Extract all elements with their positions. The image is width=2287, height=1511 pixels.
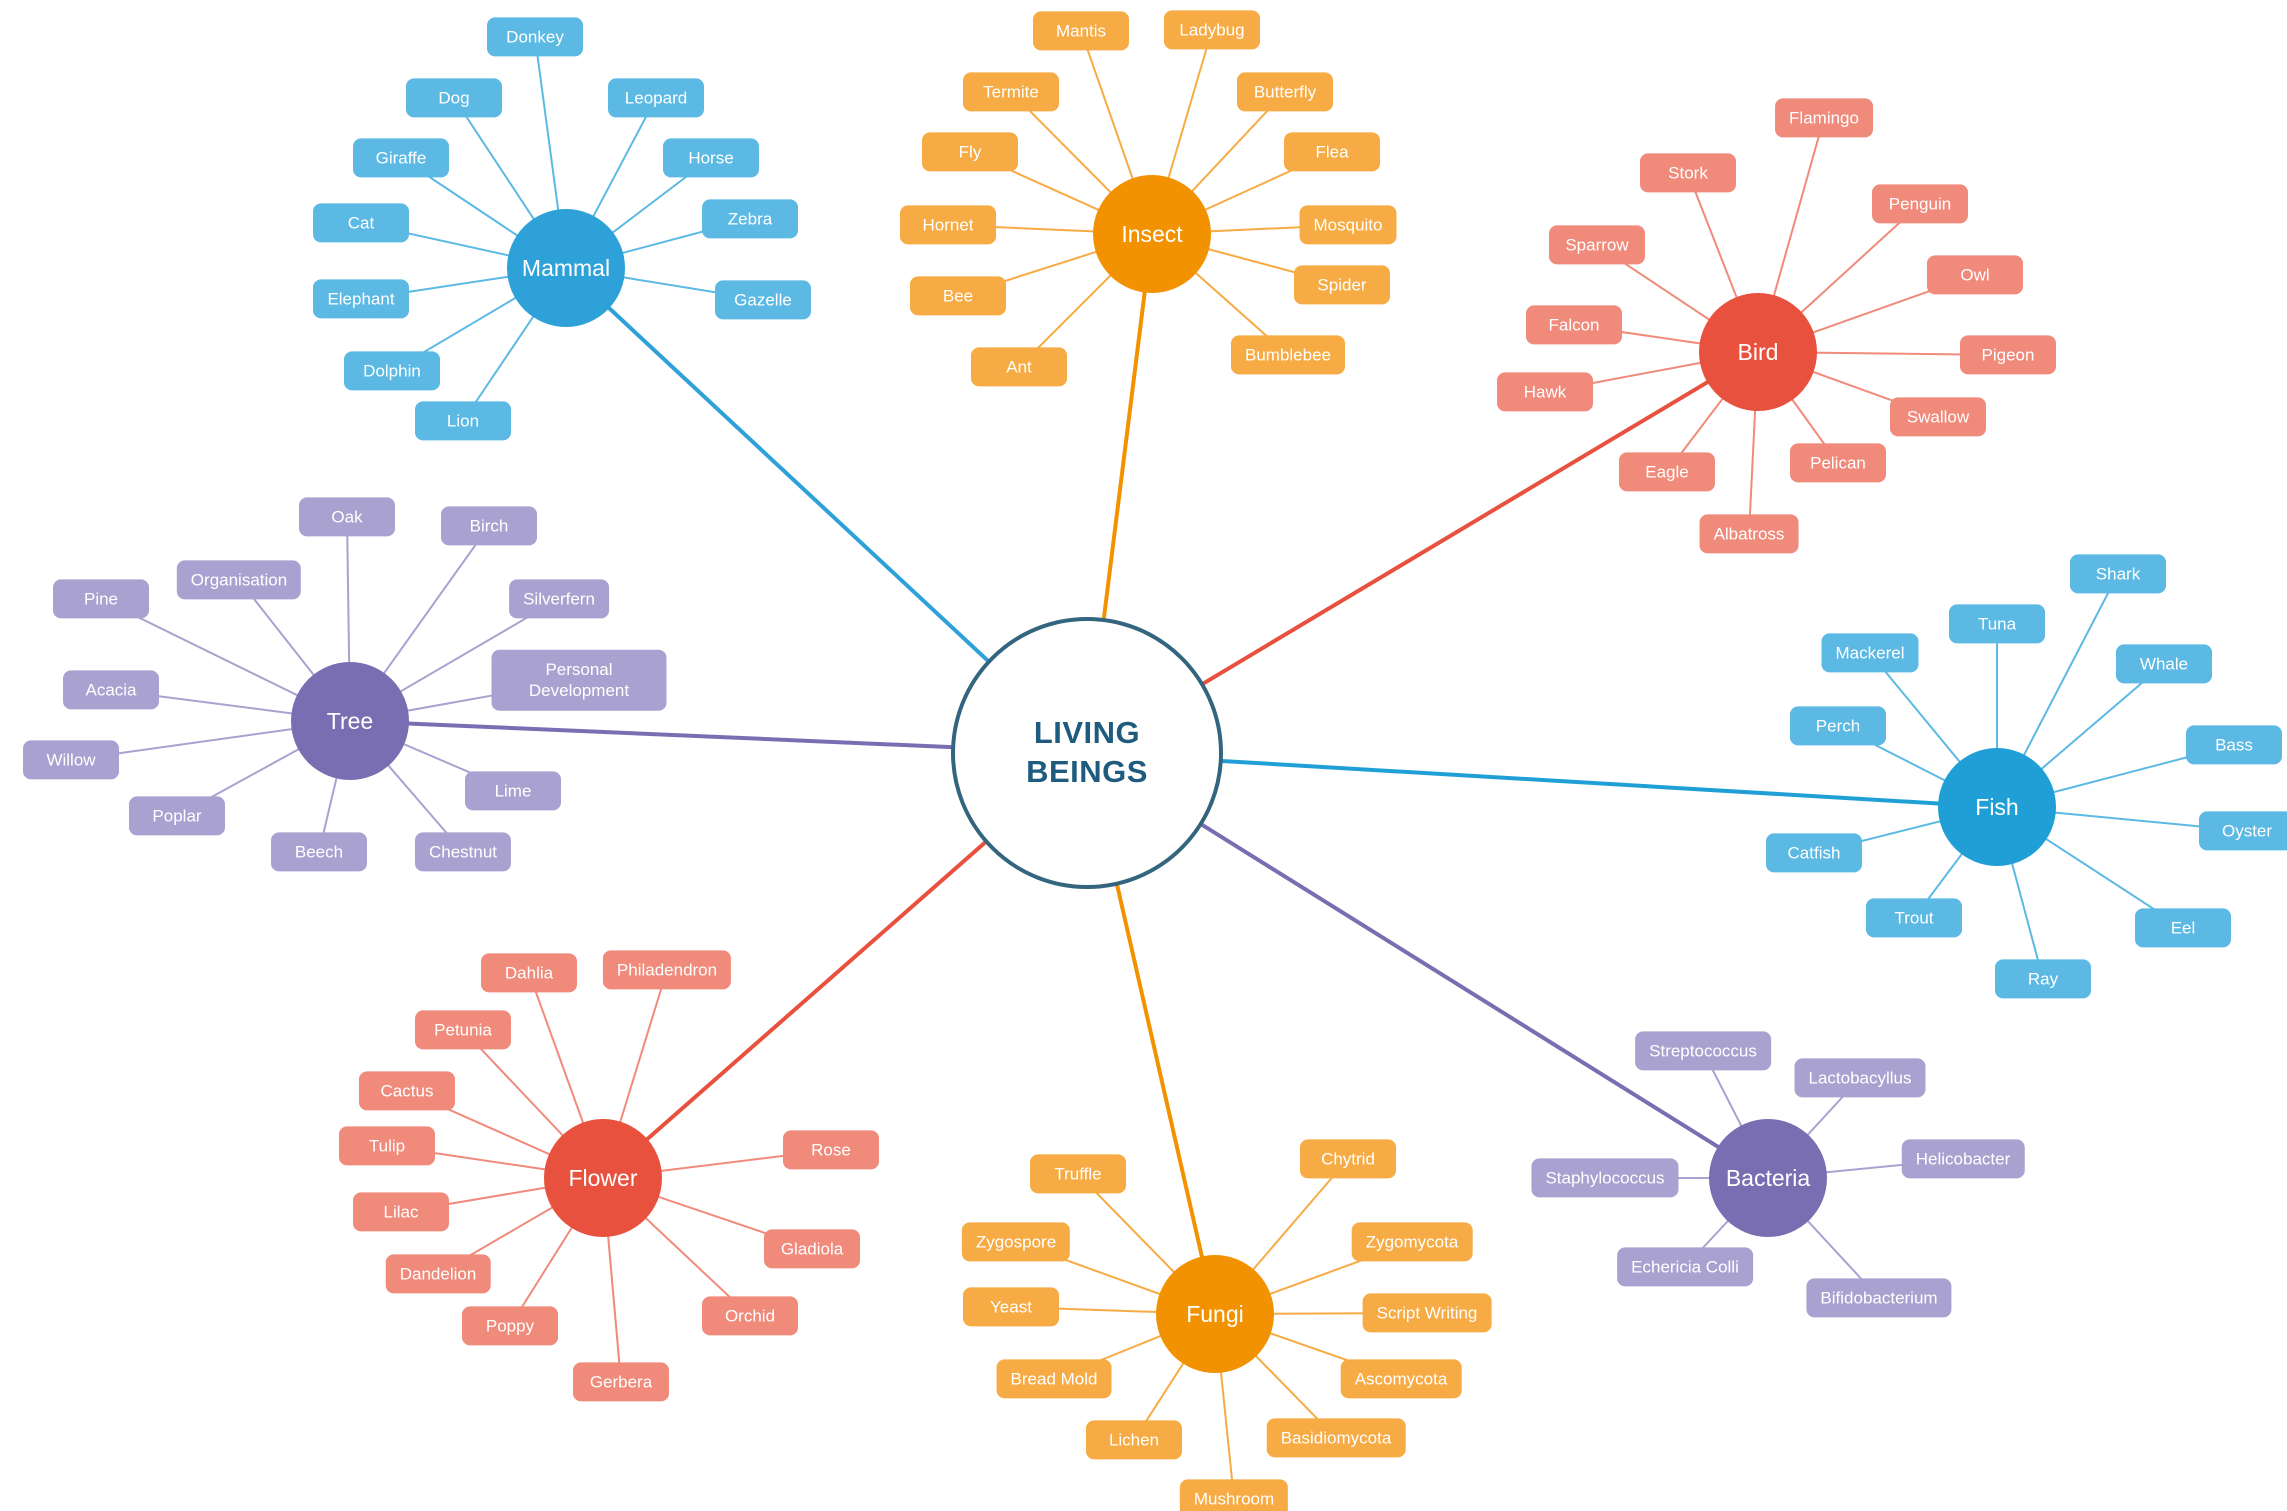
leaf-node-horse[interactable]: Horse — [663, 138, 759, 178]
leaf-node-basidiomycota[interactable]: Basidiomycota — [1266, 1418, 1406, 1458]
leaf-node-hawk[interactable]: Hawk — [1497, 372, 1593, 412]
leaf-node-catfish[interactable]: Catfish — [1766, 833, 1862, 873]
hub-node-fungi[interactable]: Fungi — [1156, 1255, 1274, 1373]
leaf-node-bumblebee[interactable]: Bumblebee — [1230, 335, 1346, 375]
leaf-node-lime[interactable]: Lime — [465, 771, 561, 811]
leaf-node-swallow[interactable]: Swallow — [1890, 397, 1986, 437]
leaf-node-yeast[interactable]: Yeast — [963, 1287, 1059, 1327]
leaf-node-falcon[interactable]: Falcon — [1526, 305, 1622, 345]
leaf-node-spider[interactable]: Spider — [1294, 265, 1390, 305]
hub-node-insect[interactable]: Insect — [1093, 175, 1211, 293]
leaf-node-pelican[interactable]: Pelican — [1790, 443, 1886, 483]
leaf-node-script-writing[interactable]: Script Writing — [1362, 1293, 1492, 1333]
leaf-node-helicobacter[interactable]: Helicobacter — [1901, 1139, 2025, 1179]
leaf-node-tulip[interactable]: Tulip — [339, 1126, 435, 1166]
hub-node-mammal[interactable]: Mammal — [507, 209, 625, 327]
leaf-node-gladiola[interactable]: Gladiola — [764, 1229, 860, 1269]
leaf-node-lichen[interactable]: Lichen — [1086, 1420, 1182, 1460]
leaf-node-philadendron[interactable]: Philadendron — [602, 950, 732, 990]
leaf-node-dahlia[interactable]: Dahlia — [481, 953, 577, 993]
leaf-node-chestnut[interactable]: Chestnut — [414, 832, 512, 872]
leaf-node-dog[interactable]: Dog — [406, 78, 502, 118]
leaf-node-mantis[interactable]: Mantis — [1033, 11, 1129, 51]
leaf-node-orchid[interactable]: Orchid — [702, 1296, 798, 1336]
center-node-living-beings[interactable]: LIVING BEINGS — [951, 617, 1223, 889]
leaf-node-stork[interactable]: Stork — [1640, 153, 1736, 193]
leaf-node-mosquito[interactable]: Mosquito — [1299, 205, 1397, 245]
leaf-node-rose[interactable]: Rose — [783, 1130, 879, 1170]
leaf-node-whale[interactable]: Whale — [2116, 644, 2212, 684]
leaf-node-staphylococcus[interactable]: Staphylococcus — [1531, 1158, 1679, 1198]
leaf-node-flamingo[interactable]: Flamingo — [1775, 98, 1873, 138]
leaf-node-bifidobacterium[interactable]: Bifidobacterium — [1806, 1278, 1952, 1318]
branch-line-fish — [1085, 751, 1999, 809]
leaf-node-giraffe[interactable]: Giraffe — [353, 138, 449, 178]
leaf-node-zebra[interactable]: Zebra — [702, 199, 798, 239]
leaf-node-hornet[interactable]: Hornet — [900, 205, 996, 245]
leaf-node-chytrid[interactable]: Chytrid — [1300, 1139, 1396, 1179]
leaf-node-gerbera[interactable]: Gerbera — [573, 1362, 669, 1402]
leaf-node-dolphin[interactable]: Dolphin — [344, 351, 440, 391]
leaf-node-eagle[interactable]: Eagle — [1619, 452, 1715, 492]
leaf-node-silverfern[interactable]: Silverfern — [509, 579, 609, 619]
leaf-node-pine[interactable]: Pine — [53, 579, 149, 619]
leaf-node-fly[interactable]: Fly — [922, 132, 1018, 172]
leaf-node-owl[interactable]: Owl — [1927, 255, 2023, 295]
hub-node-bacteria[interactable]: Bacteria — [1709, 1119, 1827, 1237]
leaf-node-willow[interactable]: Willow — [23, 740, 119, 780]
leaf-node-ray[interactable]: Ray — [1995, 959, 2091, 999]
leaf-node-zygomycota[interactable]: Zygomycota — [1351, 1222, 1473, 1262]
leaf-node-butterfly[interactable]: Butterfly — [1237, 72, 1333, 112]
leaf-node-shark[interactable]: Shark — [2070, 554, 2166, 594]
leaf-node-bass[interactable]: Bass — [2186, 725, 2282, 765]
leaf-node-personal-development[interactable]: Personal Development — [491, 649, 667, 711]
leaf-node-pigeon[interactable]: Pigeon — [1960, 335, 2056, 375]
leaf-node-acacia[interactable]: Acacia — [63, 670, 159, 710]
leaf-node-termite[interactable]: Termite — [963, 72, 1059, 112]
leaf-node-lion[interactable]: Lion — [415, 401, 511, 441]
center-label: LIVING BEINGS — [1026, 715, 1148, 789]
leaf-node-oak[interactable]: Oak — [299, 497, 395, 537]
leaf-node-zygospore[interactable]: Zygospore — [961, 1222, 1071, 1262]
leaf-node-organisation[interactable]: Organisation — [176, 560, 302, 600]
leaf-node-mushroom[interactable]: Mushroom — [1179, 1479, 1289, 1511]
hub-node-tree[interactable]: Tree — [291, 662, 409, 780]
leaf-node-donkey[interactable]: Donkey — [487, 17, 583, 57]
leaf-node-flea[interactable]: Flea — [1284, 132, 1380, 172]
leaf-node-ascomycota[interactable]: Ascomycota — [1340, 1359, 1462, 1399]
hub-node-bird[interactable]: Bird — [1699, 293, 1817, 411]
leaf-node-ant[interactable]: Ant — [971, 347, 1067, 387]
leaf-node-ladybug[interactable]: Ladybug — [1164, 10, 1260, 50]
leaf-node-elephant[interactable]: Elephant — [313, 279, 409, 319]
leaf-node-penguin[interactable]: Penguin — [1872, 184, 1968, 224]
leaf-node-lilac[interactable]: Lilac — [353, 1192, 449, 1232]
leaf-node-sparrow[interactable]: Sparrow — [1549, 225, 1645, 265]
hub-node-flower[interactable]: Flower — [544, 1119, 662, 1237]
leaf-node-cactus[interactable]: Cactus — [359, 1071, 455, 1111]
leaf-node-eel[interactable]: Eel — [2135, 908, 2231, 948]
leaf-node-poppy[interactable]: Poppy — [462, 1306, 558, 1346]
leaf-node-gazelle[interactable]: Gazelle — [715, 280, 811, 320]
leaf-node-trout[interactable]: Trout — [1866, 898, 1962, 938]
leaf-node-tuna[interactable]: Tuna — [1949, 604, 2045, 644]
hub-node-fish[interactable]: Fish — [1938, 748, 2056, 866]
leaf-node-beech[interactable]: Beech — [271, 832, 367, 872]
leaf-node-streptococcus[interactable]: Streptococcus — [1635, 1031, 1771, 1071]
leaf-node-truffle[interactable]: Truffle — [1030, 1154, 1126, 1194]
leaf-node-petunia[interactable]: Petunia — [415, 1010, 511, 1050]
leaf-node-cat[interactable]: Cat — [313, 203, 409, 243]
leaf-node-albatross[interactable]: Albatross — [1699, 514, 1799, 554]
leaf-node-poplar[interactable]: Poplar — [129, 796, 225, 836]
leaf-node-bread-mold[interactable]: Bread Mold — [996, 1359, 1112, 1399]
leaf-node-mackerel[interactable]: Mackerel — [1821, 633, 1919, 673]
leaf-node-oyster[interactable]: Oyster — [2199, 811, 2287, 851]
leaf-node-bee[interactable]: Bee — [910, 276, 1006, 316]
leaf-node-leopard[interactable]: Leopard — [608, 78, 704, 118]
leaf-node-echericia-colli[interactable]: Echericia Colli — [1617, 1247, 1753, 1287]
leaf-node-birch[interactable]: Birch — [441, 506, 537, 546]
leaf-node-dandelion[interactable]: Dandelion — [385, 1254, 491, 1294]
leaf-node-perch[interactable]: Perch — [1790, 706, 1886, 746]
leaf-node-lactobacyllus[interactable]: Lactobacyllus — [1794, 1058, 1926, 1098]
